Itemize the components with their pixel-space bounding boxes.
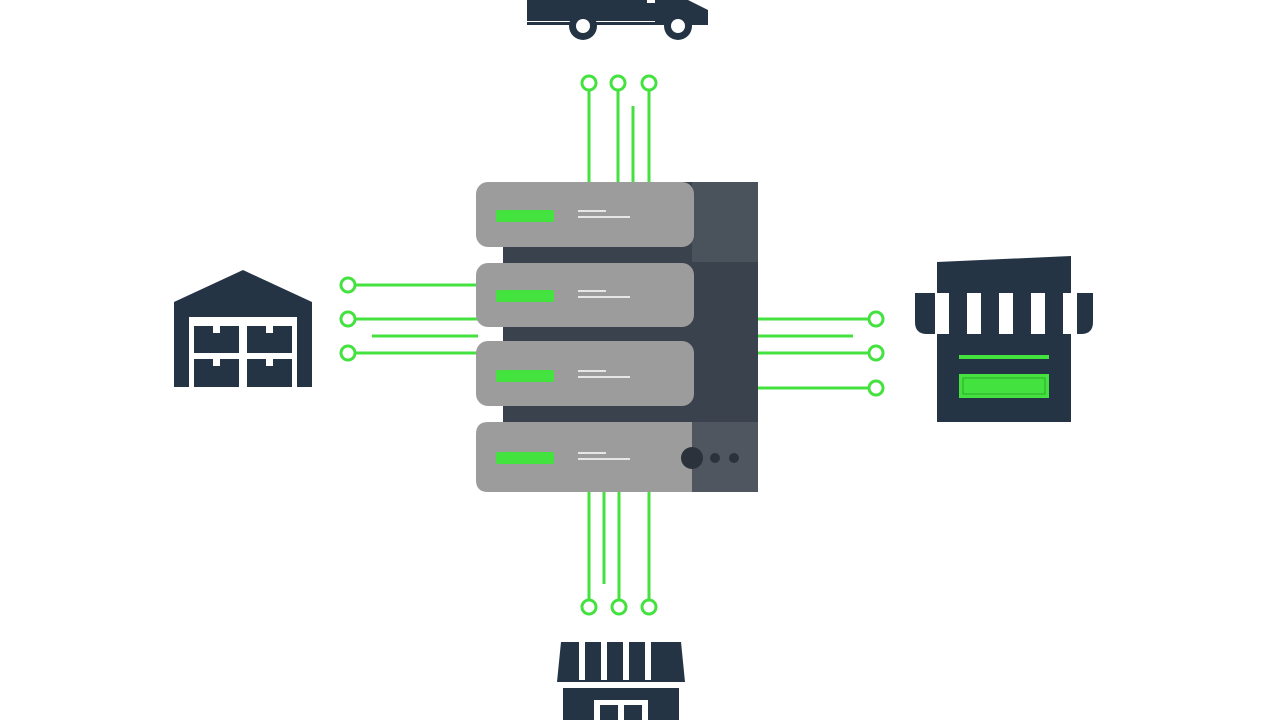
truck-cargo-top	[527, 0, 647, 4]
connector-node	[580, 74, 598, 92]
connector-node	[867, 379, 885, 397]
status-led-bar	[496, 452, 554, 464]
right-connectors	[758, 310, 885, 397]
connector-node	[339, 344, 357, 362]
storefront-icon	[915, 256, 1093, 422]
connector-node	[867, 344, 885, 362]
storefront-awning	[915, 293, 1093, 334]
storefront-sign-line	[959, 355, 1049, 359]
server-unit	[476, 341, 694, 406]
truck-chassis	[527, 22, 708, 25]
server-unit	[476, 182, 694, 247]
connector-node	[580, 598, 598, 616]
left-connectors	[339, 276, 478, 362]
top-connectors	[580, 74, 658, 182]
truck-icon	[527, 0, 708, 40]
connector-node	[609, 74, 627, 92]
server-power-buttons	[681, 447, 739, 469]
status-led-bar	[496, 370, 554, 382]
status-led-bar	[496, 290, 554, 302]
shop-icon	[557, 642, 685, 720]
connector-node	[339, 310, 357, 328]
shop-awning	[557, 642, 685, 682]
connector-node	[339, 276, 357, 294]
bottom-connectors	[580, 492, 658, 616]
connector-node	[640, 74, 658, 92]
server-unit	[476, 263, 694, 327]
status-led-bar	[496, 210, 554, 222]
server-unit	[476, 422, 692, 492]
connector-node	[610, 598, 628, 616]
warehouse-icon	[174, 270, 312, 387]
connector-node	[640, 598, 658, 616]
connector-node	[867, 310, 885, 328]
server-rack	[476, 182, 758, 492]
truck-cargo	[527, 3, 655, 21]
